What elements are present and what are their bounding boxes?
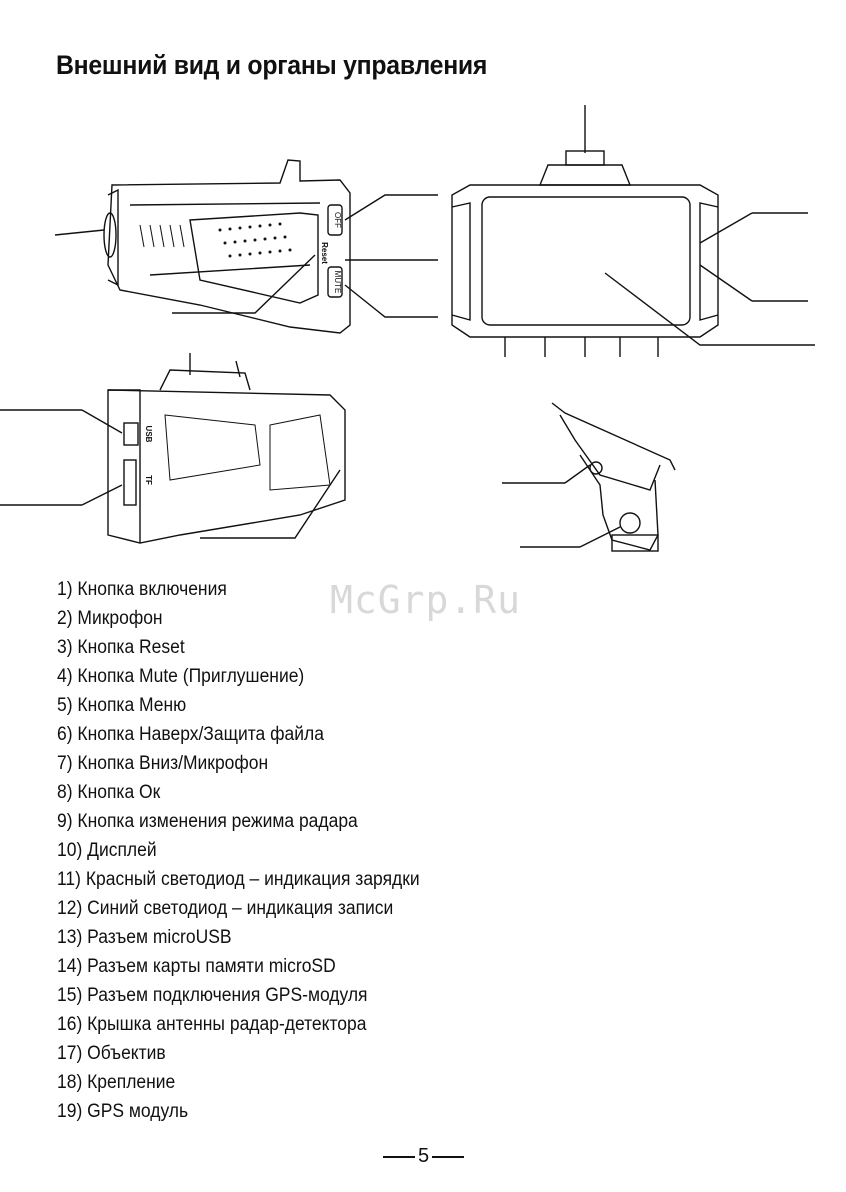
page-number: 5 [418, 1145, 430, 1167]
sd-card-slot [123, 459, 137, 506]
legend-item: 7) Кнопка Вниз/Микрофон [57, 753, 269, 774]
leader-line [172, 254, 316, 314]
side-view-right: OFF Reset MUTE [54, 159, 438, 334]
footer-rule-right [432, 1155, 465, 1158]
legend-item: 2) Микрофон [57, 608, 163, 629]
legend-item: 10) Дисплей [57, 840, 157, 861]
off-label: OFF [333, 212, 342, 228]
legend-item: 14) Разъем карты памяти microSD [57, 956, 336, 977]
leader-line [81, 409, 123, 434]
mute-label: MUTE [333, 271, 342, 294]
legend-item: 8) Кнопка Ок [57, 782, 161, 803]
legend-item: 17) Объектив [57, 1043, 166, 1064]
gps-mount-icon [565, 150, 605, 166]
leader-line [699, 212, 753, 244]
display-screen [481, 196, 691, 326]
leader-line [344, 194, 438, 221]
legend-item: 19) GPS модуль [57, 1101, 189, 1122]
leader-line [604, 272, 815, 346]
usb-label: USB [144, 426, 153, 443]
mount-view [502, 402, 676, 552]
legend-item: 9) Кнопка изменения режима радара [57, 811, 358, 832]
legend-item: 3) Кнопка Reset [57, 637, 185, 658]
page-title: Внешний вид и органы управления [56, 50, 488, 80]
footer-rule-left [383, 1155, 415, 1158]
legend-item: 1) Кнопка включения [57, 579, 227, 600]
leader-line [579, 526, 621, 548]
leader-line [564, 464, 591, 484]
leader-line [699, 264, 753, 302]
legend-item: 18) Крепление [57, 1072, 176, 1093]
reset-label: Reset [320, 242, 329, 264]
off-button [327, 204, 343, 236]
leader-line [81, 484, 123, 506]
speaker-grille [139, 224, 185, 248]
page-footer: 5 [383, 1145, 465, 1168]
legend-list: 1) Кнопка включения 2) Микрофон 3) Кнопк… [57, 575, 420, 1126]
legend-item: 11) Красный светодиод – индикация зарядк… [57, 869, 420, 890]
front-view [451, 105, 815, 357]
tf-label: TF [144, 475, 153, 485]
legend-item: 13) Разъем microUSB [57, 927, 232, 948]
device-illustrations: OFF Reset MUTE [0, 95, 846, 570]
legend-item: 12) Синий светодиод – индикация записи [57, 898, 394, 919]
legend-item: 16) Крышка антенны радар-детектора [57, 1014, 367, 1035]
power-button-icon [103, 212, 117, 258]
mute-button [327, 266, 343, 298]
legend-item: 6) Кнопка Наверх/Защита файла [57, 724, 324, 745]
leader-line [54, 229, 105, 236]
vent-dots [218, 222, 292, 258]
legend-item: 5) Кнопка Меню [57, 695, 187, 716]
legend-item: 15) Разъем подключения GPS-модуля [57, 985, 368, 1006]
gps-module-icon [619, 512, 641, 534]
usb-port [123, 422, 139, 446]
side-view-left: USB TF [0, 353, 346, 544]
leader-line [344, 284, 438, 318]
legend-item: 4) Кнопка Mute (Приглушение) [57, 666, 305, 687]
leader-line [200, 469, 341, 539]
